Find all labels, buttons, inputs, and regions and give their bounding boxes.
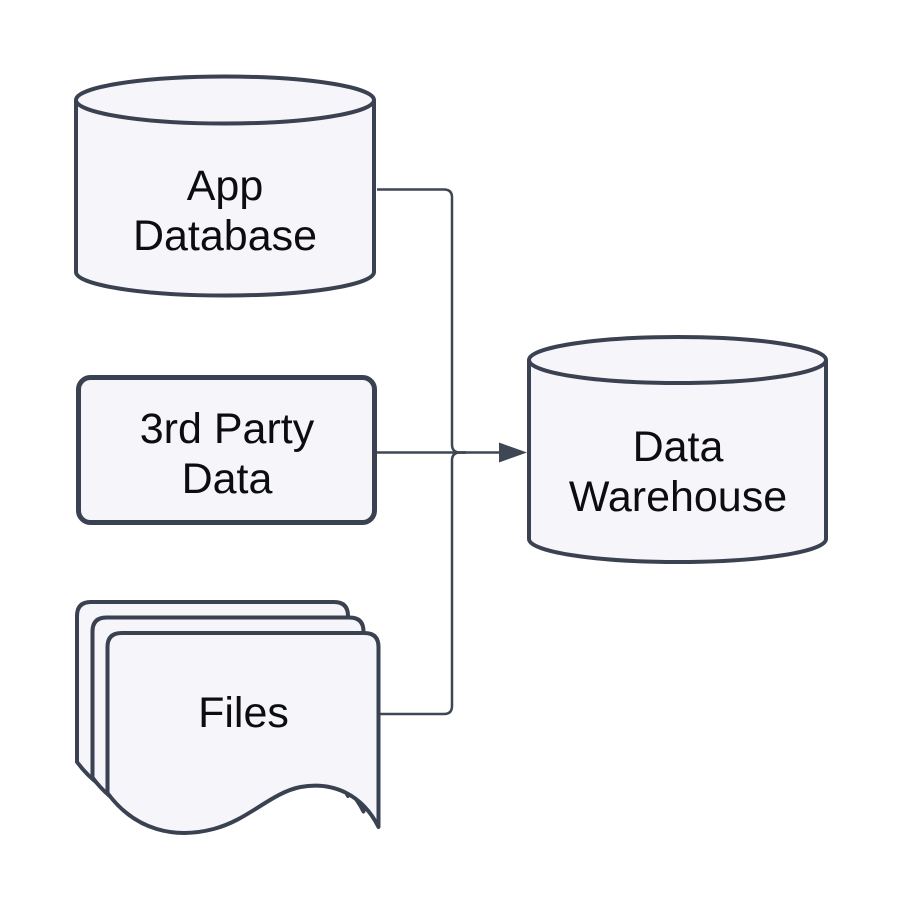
node-files [75,600,381,835]
edge-files-to-data-warehouse [377,451,466,716]
node-data-warehouse [527,335,828,564]
node-app-database [74,74,376,298]
arrowhead-icon [499,442,527,463]
edge-app-database-to-data-warehouse [377,188,466,454]
node-third-party-data [76,375,377,525]
edge-third-party-data-to-data-warehouse [377,442,527,463]
files-doc-front [105,631,381,835]
